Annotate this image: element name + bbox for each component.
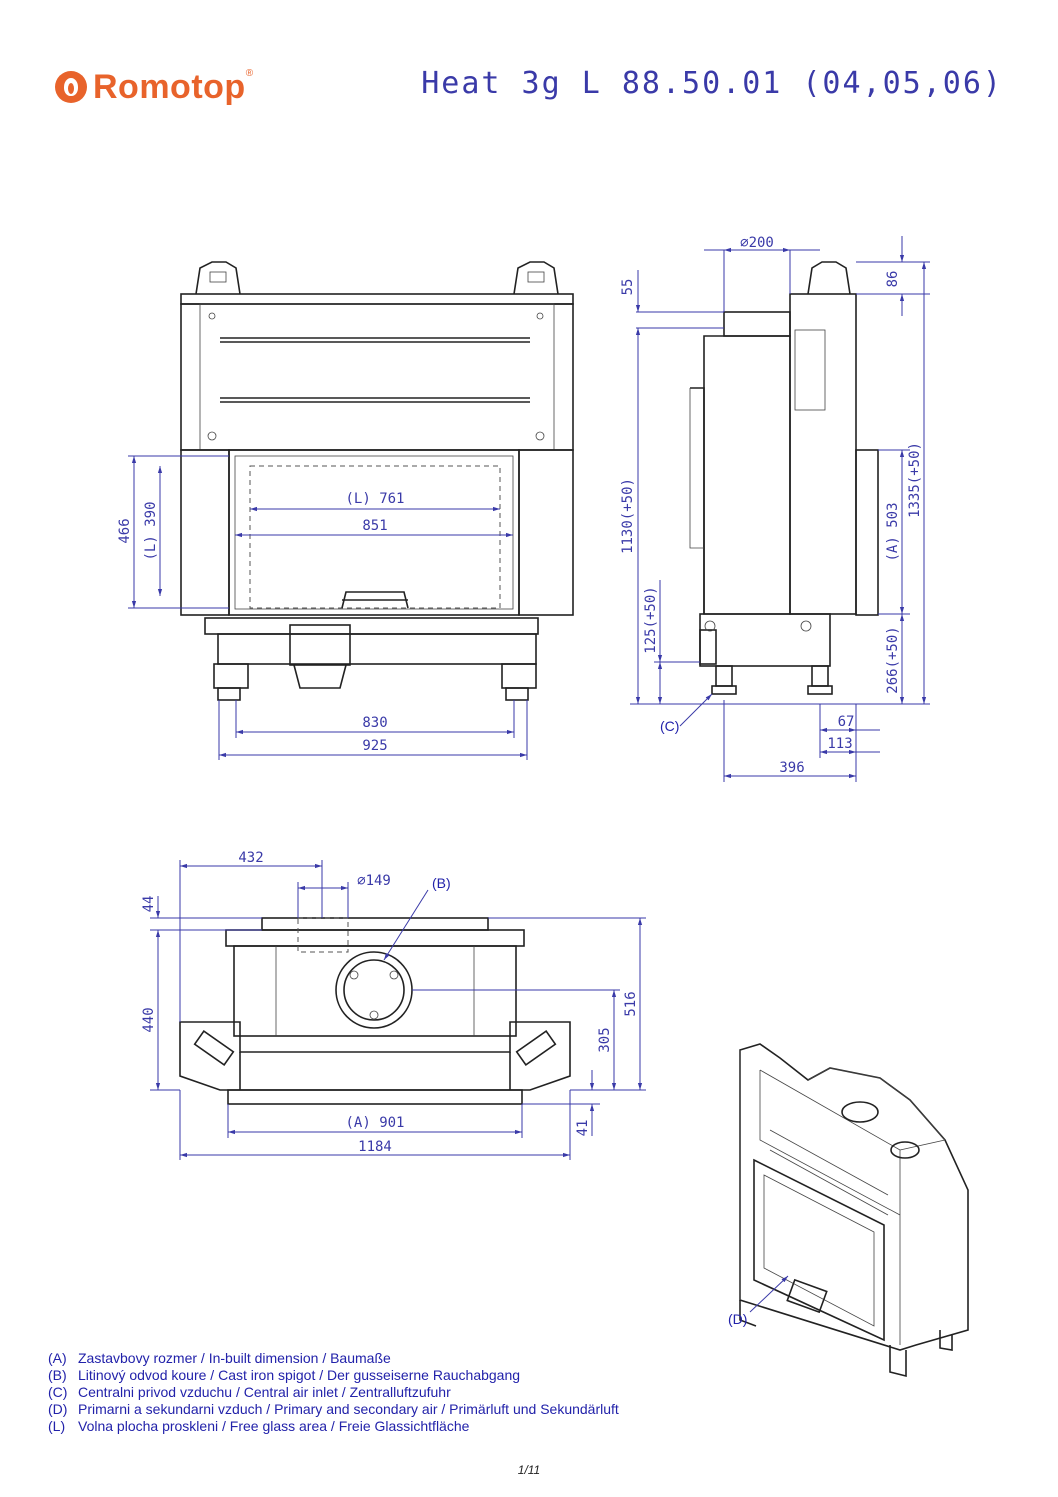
- front-view: (L) 761 851 (L) 390 466 830 925: [117, 261, 574, 760]
- dim-depth-113: 113: [827, 736, 852, 752]
- dim-opening-height: 466: [117, 518, 133, 543]
- registered-mark: ®: [245, 68, 254, 79]
- brand-logo: Romotop ®: [55, 64, 253, 110]
- dim-base-width: 925: [362, 738, 387, 754]
- dim-depth-516: 516: [623, 991, 639, 1016]
- dim-outlet-height: 1130(+50): [620, 478, 636, 554]
- dim-depth-44: 44: [141, 896, 157, 913]
- dim-inlet-height: 125(+50): [643, 586, 659, 653]
- legend-item: (C)Centralni privod vzduchu / Central ai…: [48, 1384, 451, 1400]
- dim-glass-width: (L) 761: [345, 491, 404, 507]
- callout-c: (C): [660, 718, 679, 734]
- dim-depth-440: 440: [141, 1007, 157, 1032]
- side-view: ⌀200 55 86 1130(+50) 1335(+50) 125(+50) …: [620, 235, 930, 782]
- dim-bottom-height: 266(+50): [885, 626, 901, 693]
- callout-b: (B): [432, 875, 451, 891]
- dim-flue-diameter: ⌀200: [740, 235, 774, 251]
- dim-top-height: 86: [885, 271, 901, 288]
- dim-depth-67: 67: [838, 714, 855, 730]
- dim-offset-432: 432: [238, 850, 263, 866]
- iso-view: (D): [728, 1043, 969, 1378]
- legend-item: (B)Litinový odvod koure / Cast iron spig…: [48, 1367, 521, 1383]
- dim-flue-offset: 55: [620, 279, 636, 296]
- brand-name: Romotop: [93, 67, 246, 106]
- dim-depth-305: 305: [597, 1027, 613, 1052]
- dim-depth-41: 41: [575, 1120, 591, 1137]
- dim-builtin-width: (A) 901: [345, 1115, 404, 1131]
- page-number: 1/11: [517, 1463, 541, 1477]
- callout-d: (D): [728, 1311, 747, 1327]
- dim-depth-total: 396: [779, 760, 804, 776]
- dim-total-height: 1335(+50): [907, 442, 923, 518]
- model-title: Heat 3g L 88.50.01 (04,05,06): [421, 66, 1003, 101]
- dim-builtin-height: (A) 503: [885, 502, 901, 561]
- dim-inner-width: 851: [362, 518, 387, 534]
- legend-item: (D)Primarni a sekundarni vzduch / Primar…: [48, 1401, 619, 1417]
- legend-item: (A)Zastavbovy rozmer / In-built dimensio…: [48, 1350, 391, 1366]
- flame-logo-icon: [55, 71, 87, 103]
- legend: (A)Zastavbovy rozmer / In-built dimensio…: [48, 1350, 619, 1435]
- dim-glass-height: (L) 390: [143, 501, 159, 560]
- dim-feet-span: 830: [362, 715, 387, 731]
- dim-total-width: 1184: [358, 1139, 392, 1155]
- dim-spigot-diameter: ⌀149: [357, 873, 391, 889]
- legend-item: (L)Volna plocha proskleni / Free glass a…: [48, 1418, 470, 1434]
- top-view: 432 ⌀149 44 440 305 516 41 (A) 901 1184 …: [141, 850, 646, 1160]
